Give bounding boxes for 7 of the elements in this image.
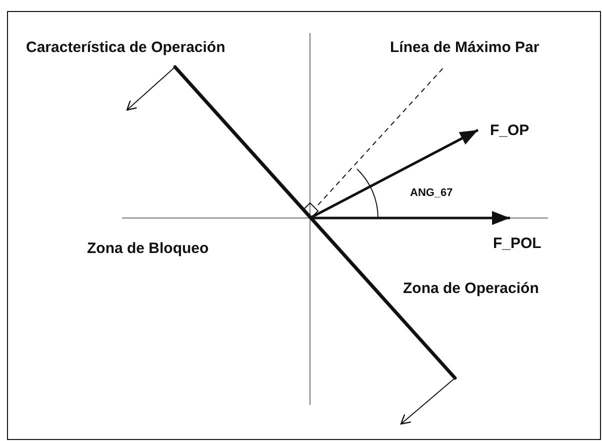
max-torque-label: Línea de Máximo Par bbox=[390, 40, 540, 56]
characteristic-label: Característica de Operación bbox=[26, 40, 226, 56]
vector-label: F_OP bbox=[490, 123, 530, 140]
zone-label: Zona de Bloqueo bbox=[87, 241, 209, 258]
vector-label: F_POL bbox=[493, 236, 542, 252]
angle-label: ANG_67 bbox=[410, 187, 453, 200]
zone-label: Zona de Operación bbox=[403, 281, 539, 298]
